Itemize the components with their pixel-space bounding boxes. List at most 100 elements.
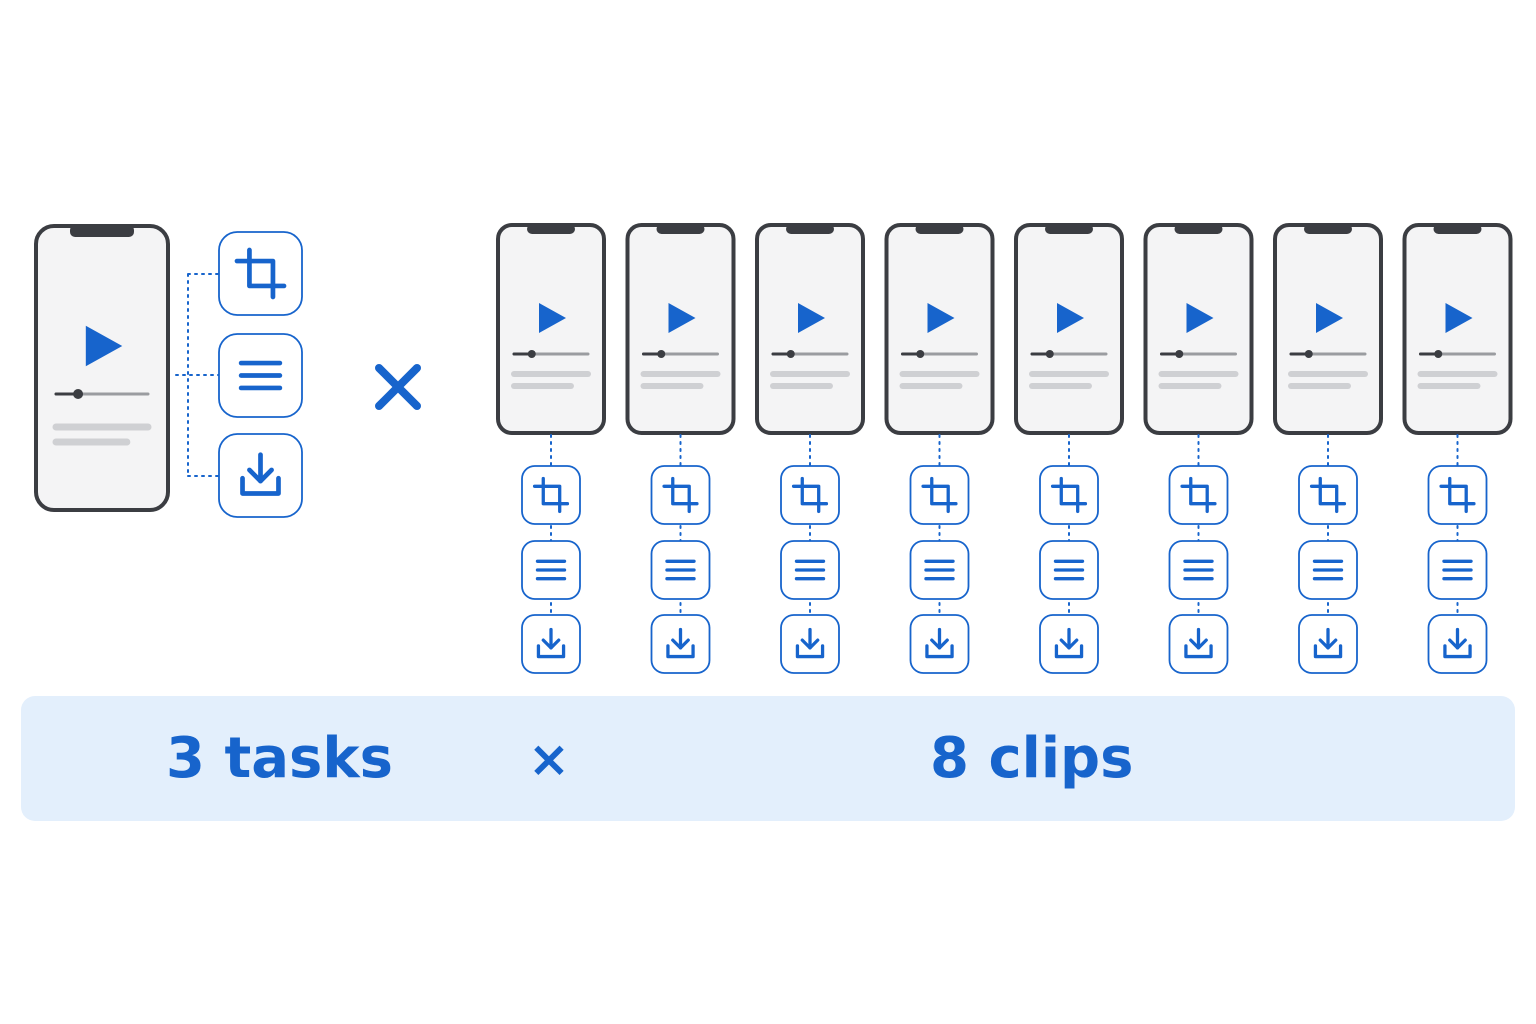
menu-lines-icon [1312, 559, 1344, 581]
source-phone [34, 224, 170, 512]
clip-task-tile-crop [1427, 465, 1488, 525]
menu-lines-icon [665, 559, 696, 581]
phone-frame [1143, 223, 1254, 435]
crop-icon [662, 476, 699, 514]
progress-knob [786, 350, 795, 358]
crop-icon [1180, 476, 1217, 514]
download-icon [666, 627, 695, 659]
crop-icon [921, 476, 958, 514]
menu-lines-icon [1183, 559, 1214, 581]
clip-phone [755, 223, 865, 435]
summary-bar [21, 696, 1515, 821]
crop-icon [791, 476, 829, 514]
download-icon [1054, 627, 1084, 659]
progress-knob [1304, 350, 1313, 358]
clip-task-tile-menu [1039, 540, 1099, 600]
progress-knob [1175, 350, 1184, 358]
phone-notch [1433, 224, 1482, 234]
clips-count-label: 8 clips [930, 726, 1134, 791]
crop-icon [1439, 476, 1476, 514]
clip-task-tile-menu [521, 540, 581, 600]
task-tile [1427, 465, 1488, 525]
play-icon [1057, 303, 1084, 333]
download-icon [795, 627, 825, 659]
clip-task-tile-crop [521, 465, 581, 525]
clip-task-tile-menu [1427, 540, 1488, 600]
download-icon [536, 627, 566, 659]
phone-notch [786, 224, 834, 234]
clip-phone [884, 223, 995, 435]
progress-knob [527, 350, 536, 358]
menu-lines-icon [1053, 559, 1085, 581]
clip-task-tile-download [521, 614, 581, 674]
progress-knob [1434, 350, 1443, 358]
play-icon [1186, 303, 1214, 333]
task-tile [1039, 465, 1099, 525]
clip-task-tile-menu [1168, 540, 1229, 600]
progress-knob [73, 389, 84, 399]
clip-phone [1402, 223, 1513, 435]
clip-task-tile-download [1427, 614, 1488, 674]
clip-task-tile-download [1298, 614, 1358, 674]
crop-icon [1309, 476, 1347, 514]
multiply-symbol-label: × [528, 730, 570, 788]
play-icon [1445, 303, 1473, 333]
clip-task-tile-menu [650, 540, 711, 600]
clip-phone [1273, 223, 1383, 435]
phone-notch [656, 224, 705, 234]
task-tile [521, 465, 581, 525]
clip-phone [1014, 223, 1124, 435]
play-icon [85, 325, 123, 367]
clip-task-tile-menu [909, 540, 970, 600]
download-icon [240, 452, 281, 496]
clip-task-tile-menu [1298, 540, 1358, 600]
task-tile-crop [218, 231, 303, 316]
task-tile [218, 231, 303, 316]
tasks-count-label: 3 tasks [166, 726, 393, 791]
phone-frame [625, 223, 736, 435]
phone-frame [496, 223, 606, 435]
clip-task-tile-crop [1168, 465, 1229, 525]
crop-icon [532, 476, 570, 514]
phone-notch [527, 224, 575, 234]
task-connector [175, 273, 220, 477]
menu-lines-icon [794, 559, 826, 581]
phone-frame [884, 223, 995, 435]
clip-task-tile-download [780, 614, 840, 674]
phone-notch [70, 225, 134, 237]
clip-task-tile-download [1168, 614, 1229, 674]
phone-frame [34, 224, 170, 512]
clip-task-tile-menu [780, 540, 840, 600]
play-icon [668, 303, 696, 333]
menu-lines-icon [924, 559, 955, 581]
phone-frame [755, 223, 865, 435]
task-tile [1168, 465, 1229, 525]
phone-frame [1402, 223, 1513, 435]
clip-phone [625, 223, 736, 435]
progress-knob [657, 350, 666, 358]
task-tile [650, 465, 711, 525]
play-icon [1316, 303, 1343, 333]
phone-notch [915, 224, 964, 234]
phone-frame [1014, 223, 1124, 435]
phone-notch [1304, 224, 1352, 234]
clip-task-tile-crop [780, 465, 840, 525]
phone-frame [1273, 223, 1383, 435]
phone-notch [1174, 224, 1223, 234]
play-icon [927, 303, 955, 333]
clip-task-tile-crop [909, 465, 970, 525]
task-tile [1298, 465, 1358, 525]
progress-knob [1045, 350, 1054, 358]
clip-task-tile-crop [650, 465, 711, 525]
play-icon [798, 303, 825, 333]
download-icon [1184, 627, 1213, 659]
clip-task-tile-crop [1039, 465, 1099, 525]
crop-icon [1050, 476, 1088, 514]
download-icon [925, 627, 954, 659]
menu-lines-icon [535, 559, 567, 581]
play-icon [539, 303, 566, 333]
task-tile [780, 465, 840, 525]
clip-task-tile-download [909, 614, 970, 674]
progress-knob [916, 350, 925, 358]
